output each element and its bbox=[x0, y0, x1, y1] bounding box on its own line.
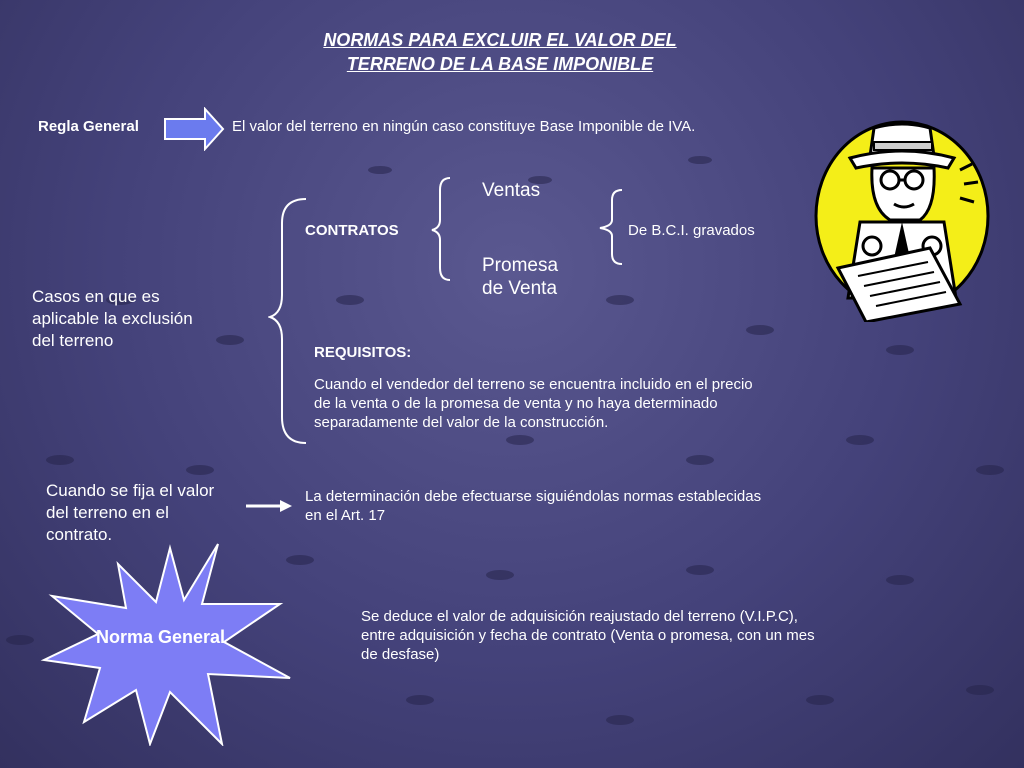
fija-label: Cuando se fija el valor del terreno en e… bbox=[46, 481, 215, 544]
title-line-1: NORMAS PARA EXCLUIR EL VALOR DEL bbox=[323, 30, 677, 50]
thin-arrow-icon bbox=[246, 500, 292, 512]
ventas-option: Ventas bbox=[482, 180, 541, 201]
contratos-label: CONTRATOS bbox=[305, 222, 399, 239]
norma-general-label: Norma General bbox=[96, 627, 226, 647]
right-arrow-icon bbox=[164, 107, 225, 151]
detective-reading-clipart bbox=[814, 120, 990, 322]
promesa-option: Promesa de Venta bbox=[482, 255, 559, 299]
contratos-brace bbox=[431, 177, 451, 281]
requisitos-label: REQUISITOS: bbox=[314, 344, 412, 361]
regla-general-text: El valor del terreno en ningún caso cons… bbox=[232, 118, 696, 135]
requisitos-text: Cuando el vendedor del terreno se encuen… bbox=[314, 376, 753, 431]
casos-label: Casos en que es aplicable la exclusión d… bbox=[32, 287, 193, 350]
fija-text: La determinación debe efectuarse siguién… bbox=[305, 488, 762, 524]
large-brace bbox=[268, 198, 307, 444]
title-line-2: TERRENO DE LA BASE IMPONIBLE bbox=[346, 54, 654, 74]
explosion-star-shape bbox=[40, 543, 291, 746]
regla-general-label: Regla General bbox=[38, 118, 139, 135]
bci-brace bbox=[599, 189, 623, 265]
norma-general-text: Se deduce el valor de adquisición reajus… bbox=[361, 608, 815, 663]
bci-text: De B.C.I. gravados bbox=[628, 222, 755, 239]
page-title: NORMAS PARA EXCLUIR EL VALOR DEL TERRENO… bbox=[230, 28, 770, 76]
